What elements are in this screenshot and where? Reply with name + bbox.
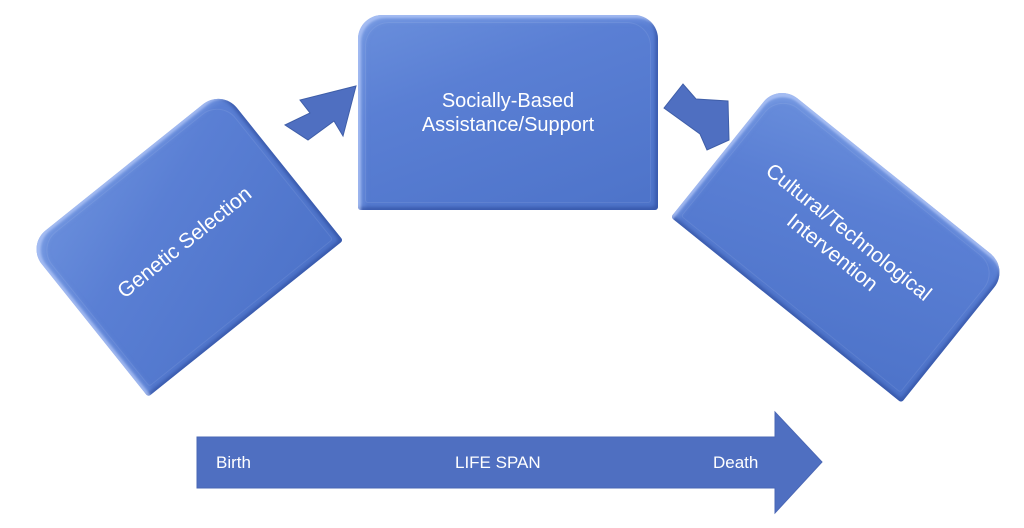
stage-label-social-support: Socially-Based Assistance/Support [421, 89, 595, 136]
timeline-start-label: Birth [216, 453, 251, 472]
arrow-social-to-cultural [663, 83, 730, 151]
timeline-center-label: LIFE SPAN [455, 453, 541, 472]
stage-card-social-support: Socially-Based Assistance/Support [358, 15, 658, 210]
arrow-genetic-to-social [283, 85, 357, 141]
lifespan-arrow [196, 410, 823, 515]
stage-label-genetic-selection: Genetic Selection [113, 182, 257, 304]
timeline-end-label: Death [713, 453, 759, 472]
